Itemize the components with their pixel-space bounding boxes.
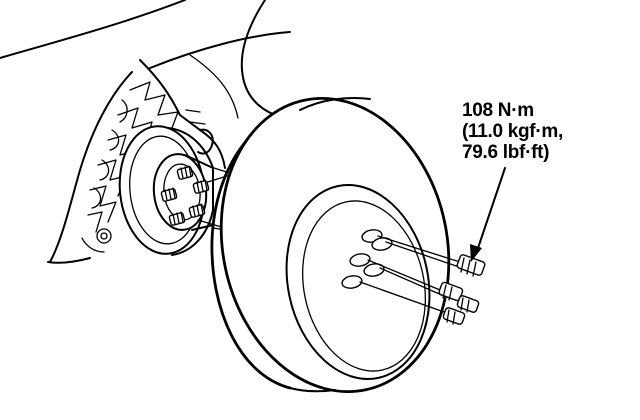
leader-arrow [470,167,506,262]
torque-spec-line-2: (11.0 kgf·m, [462,121,563,142]
lug-nuts [359,235,486,325]
lug-holes [341,229,393,289]
wheel-studs [160,165,210,226]
lug-nut-1 [456,254,486,277]
torque-spec-line-1: 108 N·m [462,100,534,121]
torque-spec-line-3: 79.6 lbf·ft) [462,142,550,163]
torque-spec-label: 108 N·m (11.0 kgf·m, 79.6 lbf·ft) [462,100,622,163]
tire-wheel [210,96,451,394]
lug-nut-3 [456,295,480,313]
lug-nut-4 [442,307,466,325]
lug-nut-2 [438,281,464,302]
suspension-assembly [81,59,226,253]
vehicle-body [0,0,291,264]
